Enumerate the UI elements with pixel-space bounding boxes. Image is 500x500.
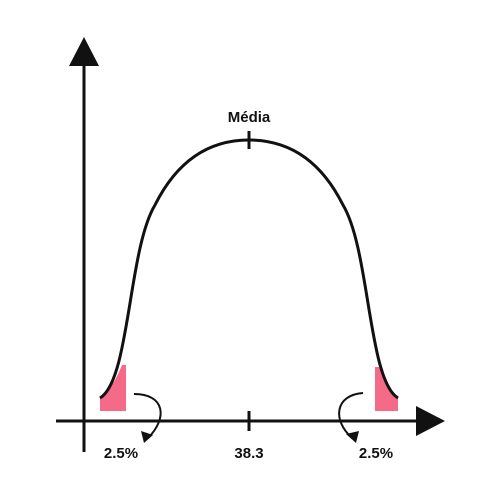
right-arrowhead-icon <box>346 431 359 443</box>
left-pointer-arrow <box>133 393 162 439</box>
x-axis-arrowhead-icon <box>416 406 445 436</box>
mean-label: Média <box>228 109 271 126</box>
right-tail-area <box>375 367 398 411</box>
center-value-label: 38.3 <box>234 445 263 462</box>
y-axis-arrowhead-icon <box>69 37 99 66</box>
right-pointer-arrow <box>338 392 364 439</box>
bell-curve <box>99 138 399 400</box>
right-tail-label: 2.5% <box>359 445 393 462</box>
left-arrowhead-icon <box>141 431 153 443</box>
left-tail-area <box>100 365 126 411</box>
left-tail-label: 2.5% <box>104 445 138 462</box>
